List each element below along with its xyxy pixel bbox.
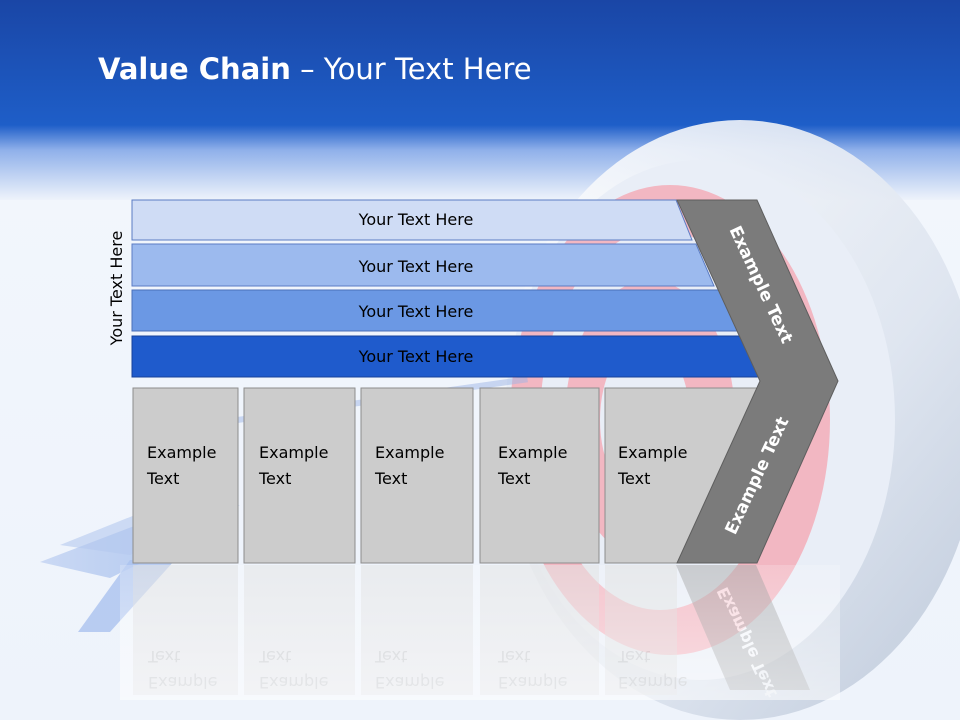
box-4: [479, 387, 600, 564]
box-1-line1: Example: [147, 443, 216, 462]
title-rest: – Your Text Here: [290, 52, 532, 86]
side-label: Your Text Here: [107, 231, 126, 347]
boxes-group: Example Text Example Text Example Text E…: [132, 387, 761, 564]
box-2-line2: Text: [258, 469, 291, 488]
bar-1: [131, 199, 693, 241]
bar-4-label: Your Text Here: [358, 347, 474, 366]
box-5-line2: Text: [617, 469, 650, 488]
box-4-line1: Example: [498, 443, 567, 462]
bar-3-label: Your Text Here: [358, 302, 474, 321]
title-bold: Value Chain: [98, 52, 291, 86]
page-title: Value Chain – Your Text Here: [98, 52, 532, 86]
box-2: [243, 387, 356, 564]
bar-1-label: Your Text Here: [358, 210, 474, 229]
reflection-fade: [120, 565, 840, 700]
box-4-line2: Text: [497, 469, 530, 488]
box-3: [360, 387, 474, 564]
box-2-line1: Example: [259, 443, 328, 462]
bar-2-label: Your Text Here: [358, 257, 474, 276]
box-3-line1: Example: [375, 443, 444, 462]
bar-2: [131, 243, 715, 287]
chevron-shape: [676, 199, 839, 564]
box-5-line1: Example: [618, 443, 687, 462]
bars-group: Your Text Here Your Text Here Your Text …: [131, 199, 764, 378]
box-1: [132, 387, 239, 564]
chevron-group: Example Text Example Text: [676, 199, 839, 564]
box-3-line2: Text: [374, 469, 407, 488]
box-1-line2: Text: [146, 469, 179, 488]
